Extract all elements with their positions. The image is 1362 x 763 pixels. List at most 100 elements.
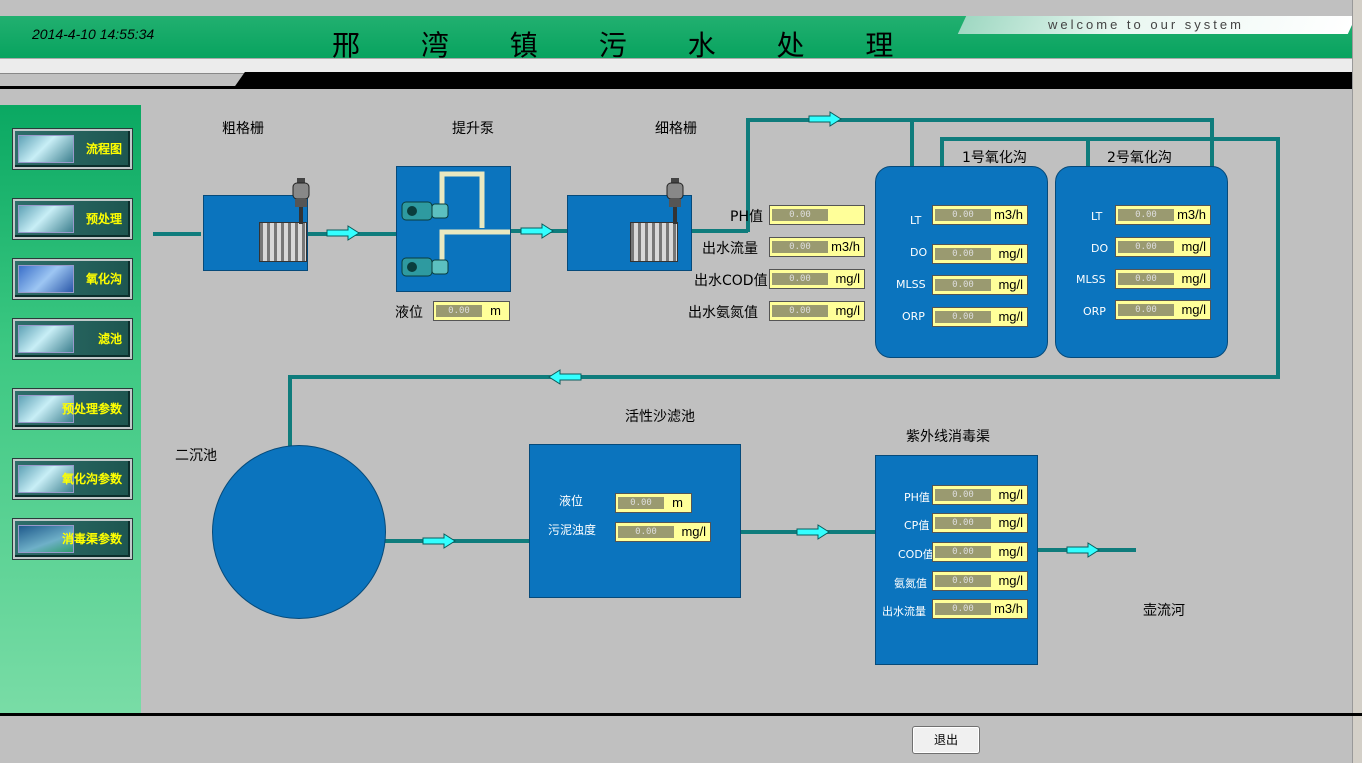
scrollbar[interactable]	[1352, 0, 1362, 763]
inlet-flow-unit: m3/h	[831, 239, 860, 254]
uv-cod-box: 0.00 mg/l	[932, 542, 1028, 562]
uv-cod-label: COD值	[898, 548, 934, 561]
inlet-flow-box: 0.00 m3/h	[769, 237, 865, 257]
ditch2-do-unit: mg/l	[1181, 239, 1206, 254]
uv-ammonia-unit: mg/l	[998, 573, 1023, 588]
inlet-ph-label: PH值	[730, 209, 763, 225]
disinfection-params-icon	[18, 525, 74, 553]
uv-cp-unit: mg/l	[998, 515, 1023, 530]
ditch2-mlss-value: 0.00	[1118, 273, 1174, 285]
uv-channel-title: 紫外线消毒渠	[906, 429, 990, 445]
uv-cp-box: 0.00 mg/l	[932, 513, 1028, 533]
uv-ph-box: 0.00 mg/l	[932, 485, 1028, 505]
flowchart-icon	[18, 135, 74, 163]
ditch1-orp-box: 0.00 mg/l	[932, 307, 1028, 327]
fine-screen-motor-icon	[666, 178, 684, 224]
sidebar-item-disinfection-params[interactable]: 消毒渠参数	[12, 518, 133, 560]
sidebar-item-label: 预处理参数	[61, 402, 122, 416]
sidebar-item-label: 流程图	[85, 142, 122, 156]
pipe-top-header	[746, 118, 1214, 122]
sidebar-item-label: 滤池	[97, 332, 122, 346]
sidebar-item-label: 预处理	[85, 212, 122, 226]
inlet-flow-value: 0.00	[772, 241, 828, 253]
uv-ph-unit: mg/l	[998, 487, 1023, 502]
inlet-ph-value: 0.00	[772, 209, 828, 221]
ditch1-lt-box: 0.00 m3/h	[932, 205, 1028, 225]
ditch2-orp-box: 0.00 mg/l	[1115, 300, 1211, 320]
ditch2-mlss-box: 0.00 mg/l	[1115, 269, 1211, 289]
ditch1-lt-value: 0.00	[935, 209, 991, 221]
sidebar-item-oxidation-ditch[interactable]: 氧化沟	[12, 258, 133, 300]
ditch2-mlss-unit: mg/l	[1181, 271, 1206, 286]
oxidation-ditch-2	[1055, 166, 1228, 358]
exit-button[interactable]: 退出	[912, 726, 980, 754]
ditch2-lt-value: 0.00	[1118, 209, 1174, 221]
uv-flow-value: 0.00	[935, 603, 991, 615]
bottom-divider	[0, 713, 1362, 716]
sludge-turbidity-value: 0.00	[618, 526, 674, 538]
ditch1-mlss-unit: mg/l	[998, 277, 1023, 292]
clarifier-label: 二沉池	[175, 448, 217, 464]
ditch2-title: 2号氧化沟	[1107, 150, 1172, 166]
ditch2-lt-label: LT	[1091, 210, 1103, 223]
inlet-ammonia-label: 出水氨氮值	[688, 305, 758, 321]
ditch2-mlss-label: MLSS	[1076, 273, 1106, 286]
inlet-ammonia-unit: mg/l	[835, 303, 860, 318]
uv-cp-value: 0.00	[935, 517, 991, 529]
sidebar-item-oxidation-params[interactable]: 氧化沟参数	[12, 458, 133, 500]
filter-level-label: 液位	[559, 494, 584, 508]
inlet-cod-label: 出水COD值	[694, 273, 768, 289]
ditch2-orp-unit: mg/l	[1181, 302, 1206, 317]
sidebar-item-pretreatment-params[interactable]: 预处理参数	[12, 388, 133, 430]
ditch1-orp-unit: mg/l	[998, 309, 1023, 324]
page-title: 邢 湾 镇 污 水 处 理	[332, 29, 920, 62]
secondary-clarifier	[212, 445, 386, 619]
datetime: 2014-4-10 14:55:34	[32, 26, 155, 42]
sidebar-item-label: 氧化沟	[85, 272, 122, 286]
coarse-screen-grate-icon	[259, 222, 307, 262]
sidebar-item-label: 氧化沟参数	[61, 472, 122, 486]
inlet-flow-label: 出水流量	[702, 241, 758, 257]
ditch1-do-box: 0.00 mg/l	[932, 244, 1028, 264]
header-divider	[275, 72, 1362, 86]
ditch1-mlss-box: 0.00 mg/l	[932, 275, 1028, 295]
pretreatment-icon	[18, 205, 74, 233]
filter-level-box: 0.00 m	[615, 493, 692, 513]
pipe-clarifier-to-filter	[384, 539, 530, 543]
pipe-inlet	[153, 232, 201, 236]
lift-pump-icon	[401, 171, 510, 277]
sidebar-item-pretreatment[interactable]: 预处理	[12, 198, 133, 240]
ditch1-orp-value: 0.00	[935, 311, 991, 323]
sidebar-item-filter[interactable]: 滤池	[12, 318, 133, 360]
inlet-ph-box: 0.00	[769, 205, 865, 225]
pipe-riser	[746, 118, 750, 232]
sidebar-item-flowchart[interactable]: 流程图	[12, 128, 133, 170]
sidebar-item-label: 消毒渠参数	[61, 532, 122, 546]
ditch1-title: 1号氧化沟	[962, 150, 1027, 166]
oxidation-ditch-icon	[18, 265, 74, 293]
ditch1-lt-label: LT	[910, 214, 922, 227]
welcome-text: welcome to our system	[1048, 17, 1244, 32]
sand-filter-title: 活性沙滤池	[625, 409, 695, 425]
river-label: 壶流河	[1143, 603, 1185, 619]
ditch1-do-value: 0.00	[935, 248, 991, 260]
filter-icon	[18, 325, 74, 353]
uv-cp-label: CP值	[904, 519, 930, 532]
flow-arrow-right-icon	[422, 533, 456, 549]
uv-flow-label: 出水流量	[882, 605, 926, 618]
uv-ph-label: PH值	[904, 491, 930, 504]
sludge-turbidity-label: 污泥浊度	[548, 523, 597, 537]
ditch2-do-label: DO	[1091, 242, 1109, 255]
uv-ammonia-box: 0.00 mg/l	[932, 571, 1028, 591]
uv-ammonia-value: 0.00	[935, 575, 991, 587]
level-value: 0.00	[436, 305, 482, 317]
ditch2-do-value: 0.00	[1118, 241, 1174, 253]
sludge-turbidity-box: 0.00 mg/l	[615, 522, 711, 542]
flow-arrow-right-icon	[520, 223, 554, 239]
pipe-ditch2-out	[1086, 137, 1090, 175]
filter-level-unit: m	[672, 495, 683, 510]
filter-level-value: 0.00	[618, 497, 664, 509]
ditch1-do-unit: mg/l	[998, 246, 1023, 261]
ditch1-do-label: DO	[910, 246, 928, 259]
pipe-fine-out	[690, 229, 748, 233]
